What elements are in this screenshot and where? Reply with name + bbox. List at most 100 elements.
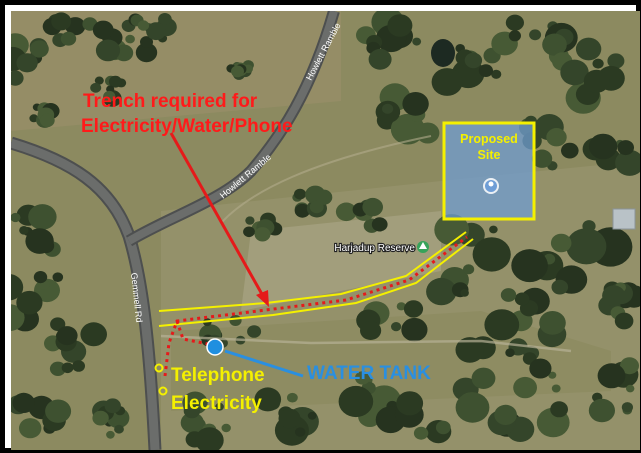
tree-canopy [548, 371, 557, 379]
tree-canopy [19, 418, 42, 439]
howlett-ramble-road-surface [126, 11, 338, 245]
dam-pond [431, 39, 455, 67]
tree-canopy [401, 317, 428, 342]
circle-marker-icon[interactable] [206, 338, 224, 356]
telephone-label: Telephone [171, 365, 265, 386]
tree-canopy [539, 311, 566, 335]
tree-canopy [335, 202, 357, 222]
electricity-label: Electricity [171, 393, 262, 414]
tree-canopy [108, 75, 122, 88]
tree-canopy [505, 348, 515, 358]
tree-canopy [135, 42, 158, 63]
tree-canopy [550, 401, 568, 418]
tree-canopy [575, 37, 602, 61]
tree-canopy [413, 426, 429, 440]
tree-canopy [396, 391, 424, 416]
tree-canopy [28, 204, 57, 230]
tree-canopy [511, 249, 548, 283]
tree-canopy [106, 85, 115, 93]
tree-canopy [254, 387, 282, 412]
tree-canopy [362, 197, 384, 217]
location-pin-icon[interactable] [483, 178, 499, 194]
tree-canopy [426, 277, 457, 306]
tree-canopy [551, 384, 561, 393]
dirt-track-south [160, 334, 572, 353]
tree-canopy [229, 315, 242, 326]
tree-canopy [137, 20, 150, 31]
tree-canopy [338, 385, 374, 418]
water-tank-pointer [224, 349, 304, 378]
tree-canopy [45, 399, 72, 423]
tree-canopy [180, 412, 204, 434]
tree-canopy [588, 133, 618, 160]
tree-canopy [434, 214, 470, 246]
tree-canopy [92, 20, 114, 40]
water-tank-label: WATER TANK [307, 363, 431, 384]
tree-canopy [19, 226, 29, 235]
tree-canopy [12, 392, 35, 413]
tree-canopy [583, 69, 610, 93]
poi-label: Harjadup Reserve [334, 243, 415, 254]
tree-canopy [11, 212, 21, 223]
tree-canopy [25, 228, 54, 254]
dirt-track-north [220, 135, 432, 224]
tree-canopy [294, 203, 311, 218]
utility-point-icon[interactable] [158, 386, 168, 396]
tree-canopy [621, 402, 634, 413]
tree-canopy [371, 217, 388, 232]
tree-canopy [396, 302, 406, 311]
tree-canopy [103, 90, 116, 102]
tree-canopy [588, 398, 616, 423]
tree-canopy [592, 58, 604, 69]
tree-canopy [29, 114, 39, 123]
tree-canopy [146, 22, 166, 41]
tree-canopy [514, 292, 530, 306]
tree-canopy [460, 289, 469, 297]
tree-canopy [56, 326, 78, 346]
tree-canopy [412, 37, 422, 46]
tree-canopy [464, 52, 483, 69]
tree-canopy [80, 322, 107, 347]
tree-canopy [254, 227, 271, 242]
tree-canopy [513, 376, 537, 399]
cleared-strip [241, 211, 441, 311]
tree-canopy [416, 122, 440, 144]
tree-canopy [403, 300, 424, 318]
tree-canopy [95, 39, 121, 62]
tree-canopy [72, 360, 85, 372]
tree-canopy [484, 309, 520, 341]
tree-canopy [602, 285, 626, 307]
map-canvas: Howlett Ramble Howlett Ramble Gemmell Rd… [11, 11, 640, 450]
tree-canopy [542, 33, 567, 56]
tree-canopy [158, 13, 172, 26]
tree-canopy [455, 337, 485, 363]
tree-canopy [614, 312, 634, 330]
ground-field-north [11, 11, 341, 131]
tree-canopy [61, 362, 74, 374]
tree-canopy [90, 82, 102, 93]
corridor-line-north [158, 231, 467, 312]
tree-canopy [243, 226, 255, 238]
tree-canopy [309, 200, 324, 214]
utility-point-icon[interactable] [154, 363, 164, 373]
tree-canopy [195, 427, 224, 450]
corridor-line-south [158, 238, 474, 327]
satellite-map[interactable]: Howlett Ramble Howlett Ramble Gemmell Rd… [11, 11, 640, 450]
tree-canopy [626, 384, 635, 393]
tree-canopy [140, 36, 153, 48]
tree-canopy [491, 69, 502, 79]
proposed-site-box[interactable] [442, 121, 536, 221]
tree-canopy [49, 361, 66, 376]
tree-canopy [247, 325, 262, 338]
tree-canopy [94, 76, 104, 85]
tree-canopy [215, 402, 224, 411]
tree-pin-icon[interactable] [417, 241, 429, 253]
tree-canopy [106, 430, 115, 439]
tree-canopy [455, 392, 490, 423]
tree-canopy [597, 363, 626, 389]
tree-canopy [382, 103, 394, 114]
tree-canopy [315, 189, 333, 205]
tree-canopy [402, 92, 429, 116]
tree-canopy [245, 216, 255, 225]
tree-canopy [529, 358, 552, 379]
